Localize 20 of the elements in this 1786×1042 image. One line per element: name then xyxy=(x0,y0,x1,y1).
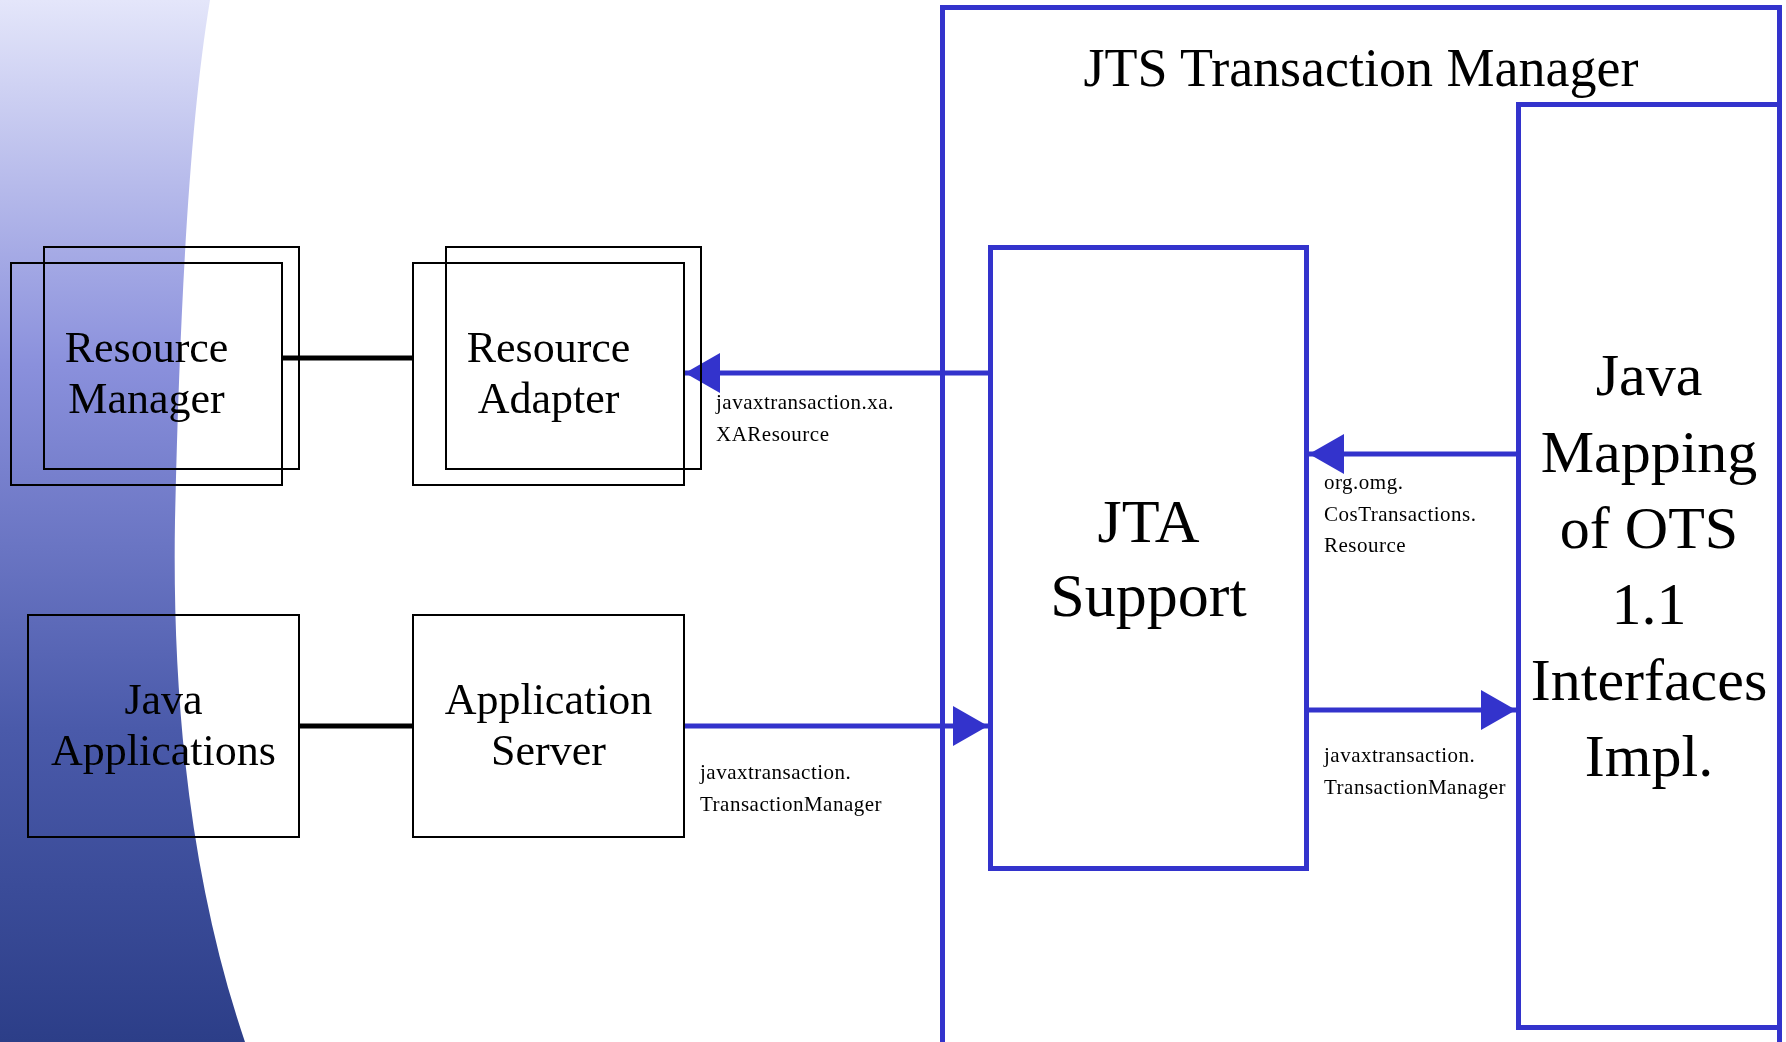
node-label: JTA Support xyxy=(1049,485,1248,631)
node-label: Application Server xyxy=(443,675,654,777)
container-box xyxy=(940,5,1782,1042)
edge-label: javaxtransaction.xa. XAResource xyxy=(716,389,895,448)
component-box xyxy=(988,245,1309,871)
arrow xyxy=(685,706,988,746)
connector-line xyxy=(300,723,412,729)
component-box xyxy=(412,262,685,486)
edge-label: javaxtransaction. TransactionManager xyxy=(700,759,883,818)
arrow xyxy=(685,353,988,393)
arrow xyxy=(1309,434,1516,474)
container-title: JTS Transaction Manager xyxy=(1083,37,1639,100)
component-box xyxy=(412,614,685,838)
node-label: Java Mapping of OTS 1.1 Interfaces Impl. xyxy=(1529,341,1769,792)
edge-label: org.omg. CosTransactions. Resource xyxy=(1324,469,1478,559)
connector-line xyxy=(283,355,412,361)
edge-label: javaxtransaction. TransactionManager xyxy=(1324,742,1507,801)
node-label: Resource Adapter xyxy=(465,323,632,425)
arrow xyxy=(1309,690,1516,730)
component-box xyxy=(10,262,283,486)
